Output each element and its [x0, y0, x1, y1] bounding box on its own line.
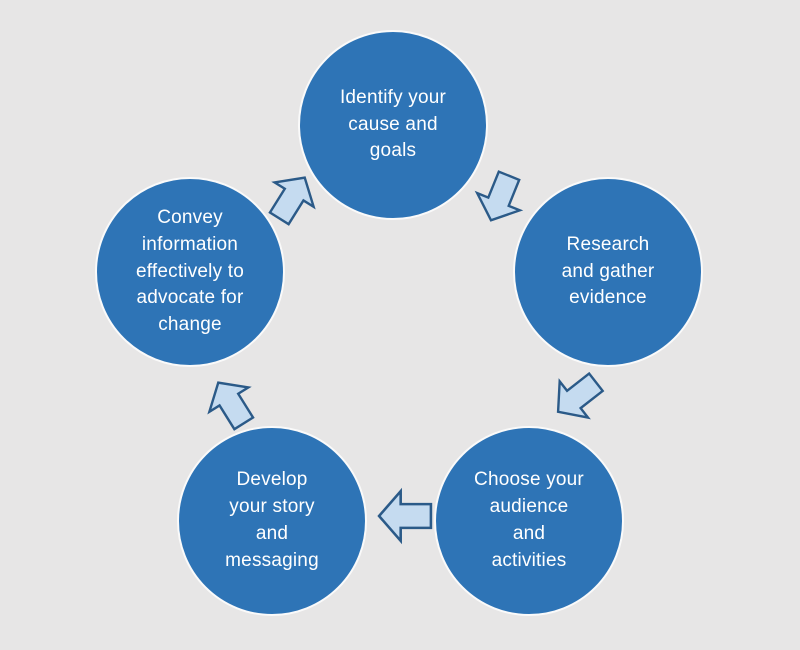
cycle-arrow-left-icon [377, 487, 433, 545]
cycle-arrow-up-left-icon [207, 381, 255, 431]
cycle-node-convey: Convey information effectively to advoca… [95, 177, 285, 367]
cycle-arrow-down-icon [474, 170, 524, 222]
cycle-node-choose-label: Choose your audience and activities [474, 469, 584, 571]
cycle-node-research: Research and gather evidence [513, 177, 703, 367]
cycle-arrow-down-left-icon [556, 371, 605, 420]
cycle-node-develop: Develop your story and messaging [177, 426, 367, 616]
cycle-node-develop-label: Develop your story and messaging [225, 469, 319, 571]
cycle-node-choose: Choose your audience and activities [434, 426, 624, 616]
cycle-node-identify: Identify your cause and goals [298, 30, 488, 220]
cycle-node-convey-label: Convey information effectively to advoca… [135, 206, 245, 336]
cycle-arrow-up-right-icon [268, 176, 316, 226]
cycle-node-research-label: Research and gather evidence [561, 233, 655, 309]
cycle-node-identify-label: Identify your cause and goals [339, 86, 447, 162]
